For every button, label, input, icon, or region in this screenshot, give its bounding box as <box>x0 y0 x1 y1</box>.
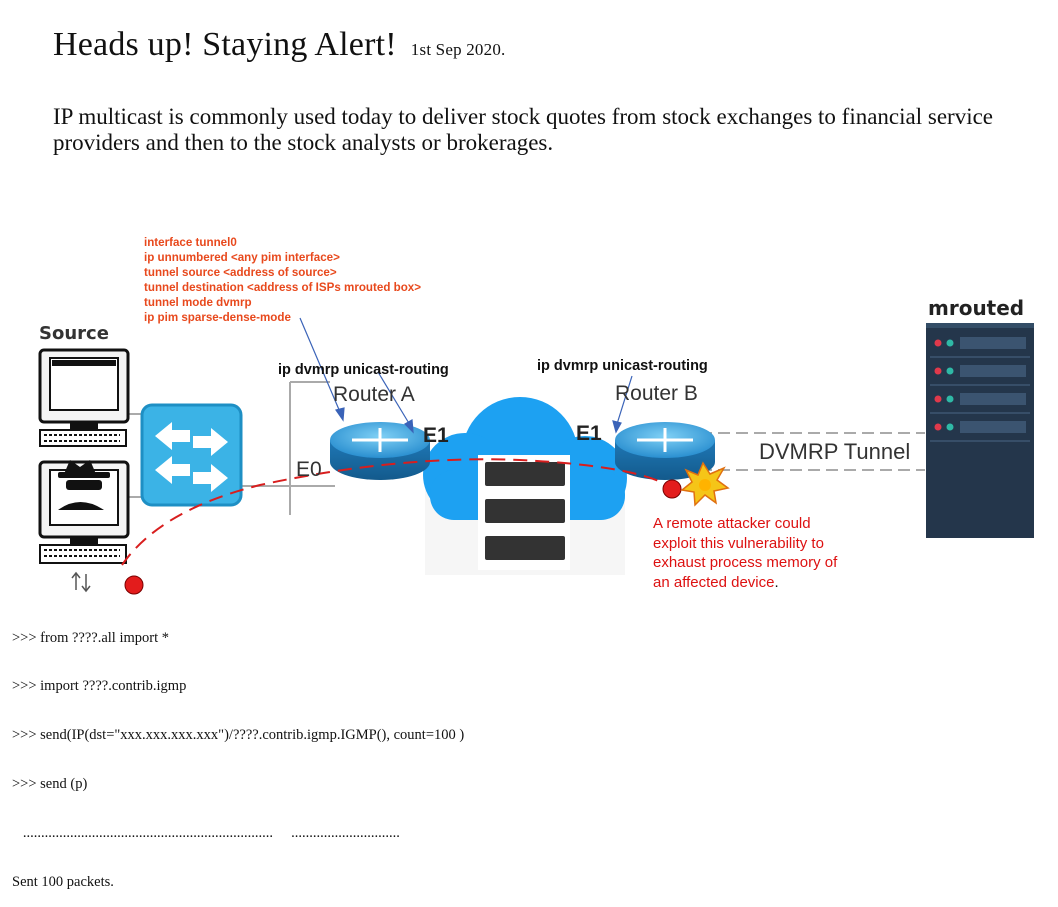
switch-icon <box>140 403 243 507</box>
mrouted-server-icon <box>926 323 1034 538</box>
router-a-e0-label: E0 <box>296 458 322 481</box>
explosion-icon <box>680 461 730 507</box>
router-a-label: Router A <box>333 383 415 406</box>
terminal-line: Sent 100 packets. <box>12 874 114 891</box>
attacker-computer-icon <box>38 460 130 564</box>
terminal-line: >>> from ????.all import * <box>12 629 169 646</box>
warning-text: A remote attacker could exploit this vul… <box>653 515 838 591</box>
attack-target-dot <box>662 479 682 499</box>
attack-path <box>121 458 673 566</box>
config-line: tunnel mode dvmrp <box>144 296 252 309</box>
config-line: ip pim sparse-dense-mode <box>144 311 291 324</box>
terminal-output: >>> from ????.all import * >>> import ??… <box>12 597 464 907</box>
terminal-line: >>> import ????.contrib.igmp <box>12 678 187 695</box>
config-line: tunnel source <address of source> <box>144 266 337 279</box>
terminal-line: >>> send (p) <box>12 776 88 793</box>
title-text: Heads up! Staying Alert! <box>53 26 397 63</box>
dvmrp-tunnel-label: DVMRP Tunnel <box>757 439 913 465</box>
intro-paragraph: IP multicast is commonly used today to d… <box>53 104 994 155</box>
dvmrp-tunnel-lines <box>700 432 925 471</box>
terminal-line: ........................................… <box>12 825 400 842</box>
router-b-label: Router B <box>615 382 698 405</box>
network-diagram <box>38 317 1034 595</box>
router-a-e1-label: E1 <box>423 424 449 447</box>
lan-lines <box>128 381 335 515</box>
config-line: ip unnumbered <any pim interface> <box>144 251 340 264</box>
router-a-icon <box>330 422 430 480</box>
warning-period: . <box>774 573 779 591</box>
config-pointer-lines <box>299 317 633 434</box>
router-b-command: ip dvmrp unicast-routing <box>537 358 708 374</box>
source-label: Source <box>39 323 109 344</box>
config-line: interface tunnel0 <box>144 236 237 249</box>
terminal-line: >>> send(IP(dst="xxx.xxx.xxx.xxx")/????.… <box>12 727 465 744</box>
cloud-icon <box>423 397 627 570</box>
source-computer-icon <box>38 348 130 447</box>
router-b-e1-label: E1 <box>576 422 602 445</box>
page-title: Heads up! Staying Alert! 1st Sep 2020. <box>53 26 506 64</box>
attack-warning: A remote attacker could exploit this vul… <box>653 514 853 592</box>
mrouted-label: mrouted <box>928 296 1025 320</box>
title-date: 1st Sep 2020. <box>410 40 506 59</box>
config-block: interface tunnel0 ip unnumbered <any pim… <box>144 235 421 325</box>
config-line: tunnel destination <address of ISPs mrou… <box>144 281 422 294</box>
router-b-icon <box>615 422 715 480</box>
attack-origin-dot <box>124 575 144 595</box>
router-a-command: ip dvmrp unicast-routing <box>278 362 449 378</box>
transfer-arrows-icon <box>71 571 91 593</box>
